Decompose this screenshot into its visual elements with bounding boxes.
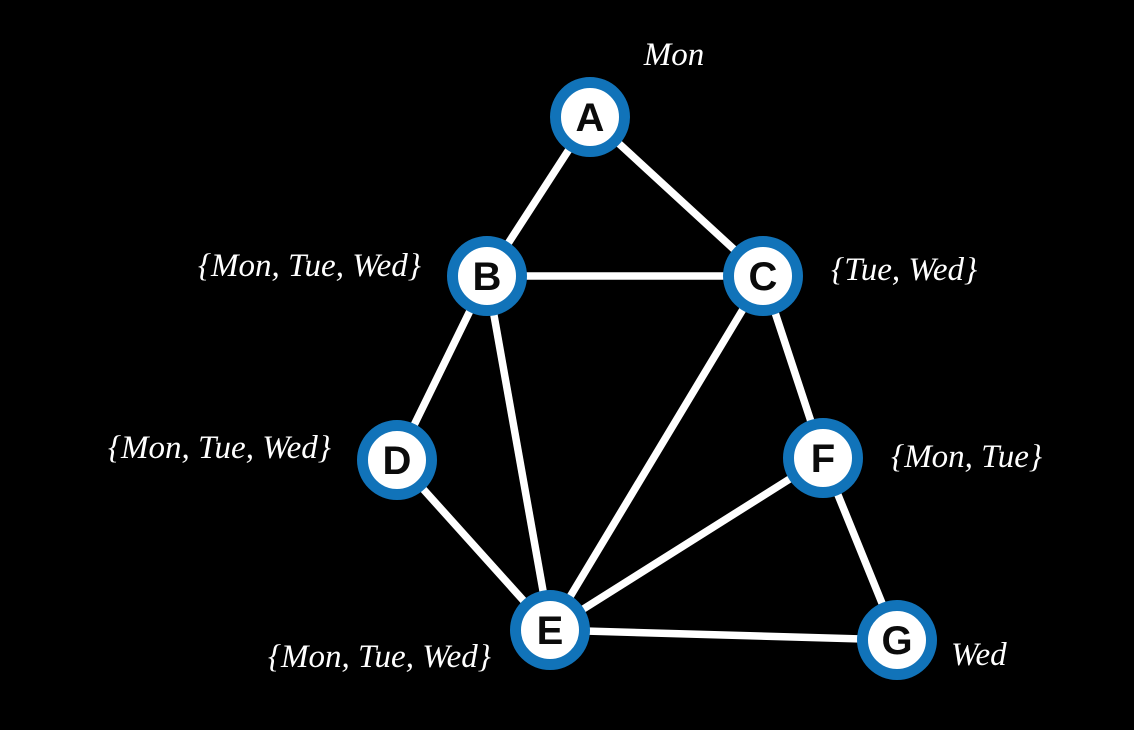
node-C: C	[723, 236, 803, 316]
node-circle-B	[447, 236, 527, 316]
node-E: E	[510, 590, 590, 670]
node-circle-F	[783, 418, 863, 498]
node-letter-D: D	[383, 439, 412, 483]
node-B: B	[447, 236, 527, 316]
edge-E-F	[548, 454, 825, 634]
node-letter-B: B	[473, 255, 502, 299]
node-circle-A	[550, 77, 630, 157]
node-domain-label-G: Wed	[951, 637, 1007, 673]
node-domain-label-F: {Mon, Tue}	[891, 439, 1042, 475]
node-domain-label-A: Mon	[643, 37, 705, 73]
node-A: A	[550, 77, 630, 157]
edge-E-G	[549, 626, 898, 644]
node-letter-F: F	[811, 437, 835, 481]
node-G: G	[857, 600, 937, 680]
node-letter-E: E	[537, 609, 564, 653]
edge-B-E	[483, 275, 554, 631]
node-domain-label-C: {Tue, Wed}	[831, 252, 977, 288]
node-circle-G	[857, 600, 937, 680]
labels-layer: Mon {Mon, Tue, Wed} {Tue, Wed} {Mon, Tue, W…	[108, 37, 1042, 675]
node-circle-D	[357, 420, 437, 500]
node-letter-C: C	[749, 255, 778, 299]
node-letter-A: A	[576, 96, 605, 140]
node-F: F	[783, 418, 863, 498]
node-letter-G: G	[881, 619, 912, 663]
node-domain-label-E: {Mon, Tue, Wed}	[268, 639, 491, 675]
edges-layer	[393, 114, 901, 644]
node-D: D	[357, 420, 437, 500]
edge-C-E	[546, 274, 767, 632]
node-circle-E	[510, 590, 590, 670]
node-domain-label-B: {Mon, Tue, Wed}	[198, 248, 421, 284]
node-domain-label-D: {Mon, Tue, Wed}	[108, 430, 331, 466]
nodes-layer: A B C D E F G	[357, 77, 937, 680]
node-circle-C	[723, 236, 803, 316]
